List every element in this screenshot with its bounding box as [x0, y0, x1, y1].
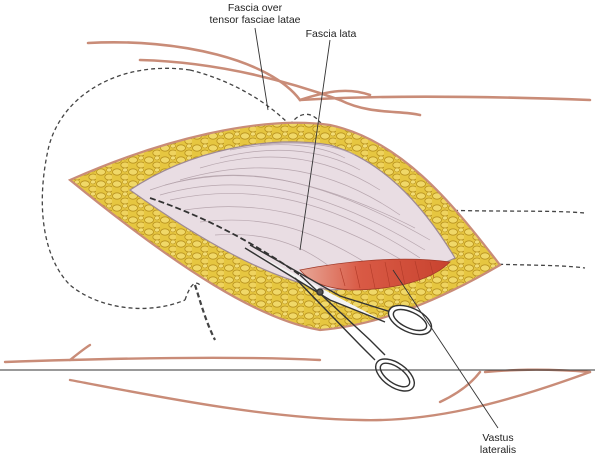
fascia-surface [128, 141, 456, 291]
label-fascia-lata: Fascia lata [305, 28, 357, 40]
dashed-outline-bold [193, 284, 216, 341]
label-vastus-line2: lateralis [479, 444, 517, 456]
lower-skin-contours [3, 343, 592, 422]
label-vastus-line1: Vastus [482, 432, 514, 444]
leader-lines [254, 27, 499, 429]
label-fascia-over-tfl: Fascia over tensor fasciae latae [196, 2, 314, 26]
upper-skin-contours [86, 41, 592, 117]
scissors-icon [244, 244, 433, 392]
vastus-lateralis-muscle [299, 258, 451, 291]
label-fascia-over-line2: tensor fasciae latae [209, 14, 301, 26]
label-vastus-lateralis: Vastus lateralis [468, 432, 528, 456]
dashed-outline [41, 67, 586, 309]
label-fascia-over-line1: Fascia over [227, 2, 283, 14]
muscle-fibers [339, 260, 435, 289]
